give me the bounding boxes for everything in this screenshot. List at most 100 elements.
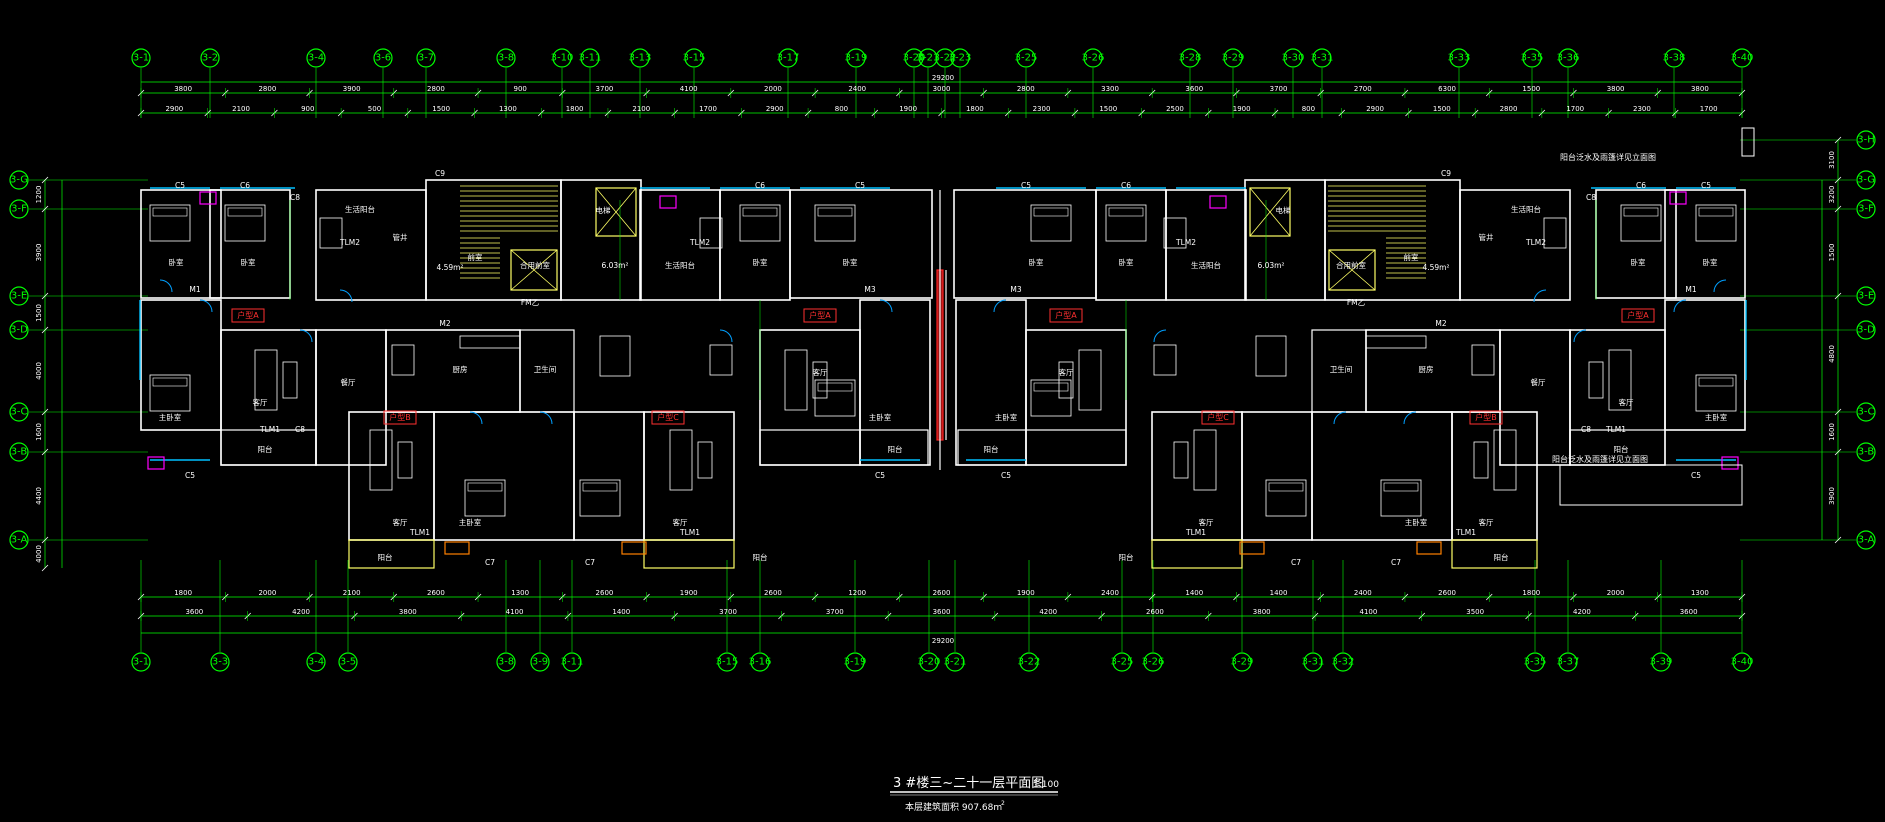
axis-label-bottom: 3-37 <box>1557 657 1580 668</box>
sofa <box>1193 429 1217 491</box>
axis-bubble-top: 3-20 <box>903 48 925 68</box>
opening-tag: C5 <box>1021 181 1031 190</box>
axis-bubble-top: 3-6 <box>373 48 393 68</box>
axis-bubble-top: 3-26 <box>1082 48 1104 68</box>
dim-top-row2-value: 900 <box>301 105 314 113</box>
axis-label-bottom: 3-9 <box>532 657 548 668</box>
dim-top-row1-value: 3000 <box>933 85 951 93</box>
balcony-rail <box>643 539 735 569</box>
dim-top-row2-value: 1800 <box>966 105 984 113</box>
room-label: 生活阳台 <box>345 204 375 214</box>
axis-label-top: 3-33 <box>1448 53 1471 64</box>
dim-bottom-row1-value: 1300 <box>511 589 529 597</box>
room-label: 卧室 <box>843 257 858 267</box>
axis-bubble-bottom: 3-1 <box>131 652 151 672</box>
axis-bubble-top: 3-10 <box>551 48 573 68</box>
axis-bubble-left: 3-F <box>9 199 29 219</box>
dim-left-tick <box>41 408 49 416</box>
unit-tag-label: 户型A <box>809 310 831 320</box>
sofa <box>1078 349 1102 411</box>
dim-bottom-row1-value: 2100 <box>343 589 361 597</box>
door-swing <box>993 299 1007 313</box>
dining-wall <box>759 329 861 466</box>
axis-bubble-bottom: 3-5 <box>338 652 358 672</box>
opening-tag: TLM2 <box>1175 238 1196 247</box>
room-label: 主卧室 <box>869 412 892 422</box>
duct-shaft <box>659 195 677 209</box>
bed <box>1265 479 1307 517</box>
room-label: 主卧室 <box>459 517 482 527</box>
dim-top-row1-value: 2700 <box>1354 85 1372 93</box>
opening-tag: C5 <box>855 181 865 190</box>
coffee-table <box>1588 361 1604 399</box>
dim-bottom-row1-value: 1200 <box>848 589 866 597</box>
room-label: 前室 <box>468 252 483 262</box>
sofa <box>1493 429 1517 491</box>
axis-bubble-top: 3-13 <box>629 48 651 68</box>
dim-bottom-row1-value: 1900 <box>680 589 698 597</box>
axis-bubble-bottom: 3-39 <box>1650 652 1672 672</box>
dining-wall <box>1025 329 1127 466</box>
dim-bottom-row2-value: 4200 <box>1039 608 1057 616</box>
axis-bubble-bottom: 3-20 <box>918 652 940 672</box>
axis-bubble-top: 3-4 <box>306 48 326 68</box>
counter <box>1255 335 1287 377</box>
unit-tag: 户型B <box>1469 410 1503 425</box>
dim-top-row2-value: 2900 <box>766 105 784 113</box>
axis-bubble-top: 3-8 <box>496 48 516 68</box>
opening-tag: C6 <box>240 181 250 190</box>
axis-label-right: 3-D <box>1857 325 1875 336</box>
walls <box>139 127 1755 569</box>
unit-tag: 户型A <box>1621 308 1655 323</box>
stair-wall <box>1324 179 1461 301</box>
pillow <box>582 482 618 492</box>
unit-tag-label: 户型C <box>657 412 679 422</box>
room-label: 合用前室 <box>1336 260 1366 270</box>
pillow <box>817 382 853 392</box>
axis-bubble-left: 3-C <box>9 402 29 422</box>
dining-table <box>1153 344 1177 376</box>
master-bedroom-wall <box>433 411 575 541</box>
dim-top-row2-value: 500 <box>368 105 381 113</box>
room-label: 管井 <box>393 232 408 242</box>
axis-bubble-left: 3-G <box>9 170 29 190</box>
dim-right-tick <box>1834 408 1842 416</box>
room-label: 厨房 <box>453 364 468 374</box>
room-label: 厨房 <box>1419 364 1434 374</box>
axis-bubble-top: 3-35 <box>1521 48 1543 68</box>
dim-left-value: 4000 <box>35 362 43 380</box>
dim-right-tick <box>1834 292 1842 300</box>
dim-top-row2-value: 1900 <box>899 105 917 113</box>
living-wall <box>348 411 435 541</box>
dim-bottom-row2-value: 3600 <box>185 608 203 616</box>
ac-unit <box>1416 541 1442 555</box>
axis-label-top: 3-1 <box>133 53 149 64</box>
pillow <box>152 377 188 387</box>
axis-bubble-top: 3-30 <box>1282 48 1305 68</box>
dim-top-row2-value: 1700 <box>1566 105 1584 113</box>
axis-label-bottom: 3-19 <box>844 657 867 668</box>
opening-tag: C6 <box>1121 181 1131 190</box>
dim-right-value: 4800 <box>1828 345 1836 363</box>
dim-top-row2-value: 1500 <box>1099 105 1117 113</box>
dining-table <box>1163 217 1187 249</box>
axis-label-top: 3-30 <box>1282 53 1305 64</box>
balcony-rail <box>220 429 317 466</box>
room-label: 卧室 <box>169 257 184 267</box>
dim-bottom-row2-value: 4100 <box>506 608 524 616</box>
dim-top-row1-value: 3300 <box>1101 85 1119 93</box>
dim-left-value: 1600 <box>35 423 43 441</box>
coffee-table <box>697 441 713 479</box>
dim-left-tick <box>41 564 49 572</box>
dim-bottom-row2-value: 3500 <box>1466 608 1484 616</box>
unit-tag: 户型A <box>1049 308 1083 323</box>
dim-bottom-total: 29200 <box>932 637 954 645</box>
dining-table <box>699 217 723 249</box>
axis-bubble-top: 3-22 <box>934 48 956 68</box>
bedroom-wall <box>140 299 222 431</box>
room-label: 主卧室 <box>1705 412 1728 422</box>
room-label: 客厅 <box>1059 367 1075 377</box>
axis-label-right: 3-F <box>1858 204 1874 215</box>
ac-unit <box>1239 541 1265 555</box>
axis-bubble-bottom: 3-11 <box>561 652 583 672</box>
